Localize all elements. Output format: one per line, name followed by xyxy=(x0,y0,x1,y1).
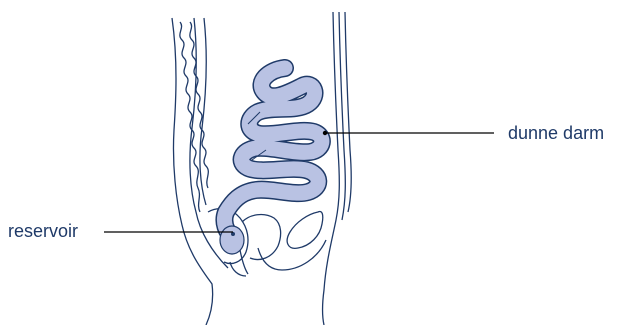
leader-dot-dunne-darm xyxy=(323,131,327,135)
body-back-outline xyxy=(172,18,228,325)
body-front-outline xyxy=(323,12,352,325)
label-reservoir: reservoir xyxy=(8,221,78,241)
label-dunne-darm: dunne darm xyxy=(508,123,604,143)
spine xyxy=(180,22,208,212)
reservoir-pouch xyxy=(220,226,244,254)
small-intestine xyxy=(224,68,321,240)
